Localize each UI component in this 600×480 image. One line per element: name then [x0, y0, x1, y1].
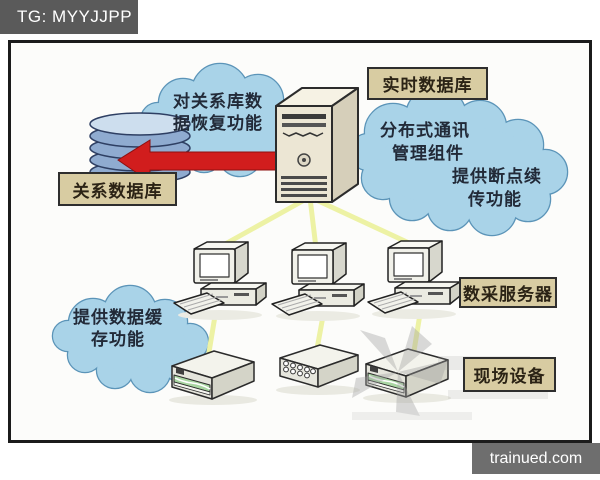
site-watermark-label: trainued.com	[489, 450, 583, 467]
relational-db-label: 关系数据库	[58, 172, 177, 206]
cloud-recovery-text: 对关系库数 据恢复功能	[160, 91, 276, 135]
cloud-comm-line2: 管理组件	[392, 144, 464, 163]
cloud-comm-line4: 传功能	[468, 190, 522, 209]
cloud-cache-line2: 存功能	[91, 330, 145, 349]
cloud-comm-line3: 提供断点续	[452, 167, 542, 186]
cloud-cache-text: 提供数据缓 存功能	[62, 307, 174, 351]
field-device-label: 现场设备	[463, 357, 556, 392]
cloud-recovery-line2: 据恢复功能	[173, 114, 263, 133]
daq-server-label: 数采服务器	[459, 277, 557, 308]
cloud-cache-line1: 提供数据缓	[73, 308, 163, 327]
site-watermark: trainued.com	[472, 443, 600, 474]
corner-tag-label: TG: MYYJJPP	[17, 7, 133, 26]
realtime-db-label: 实时数据库	[367, 67, 488, 100]
cloud-recovery-line1: 对关系库数	[173, 92, 263, 111]
corner-tag: TG: MYYJJPP	[0, 0, 138, 34]
cloud-comm-line1: 分布式通讯	[380, 121, 470, 140]
